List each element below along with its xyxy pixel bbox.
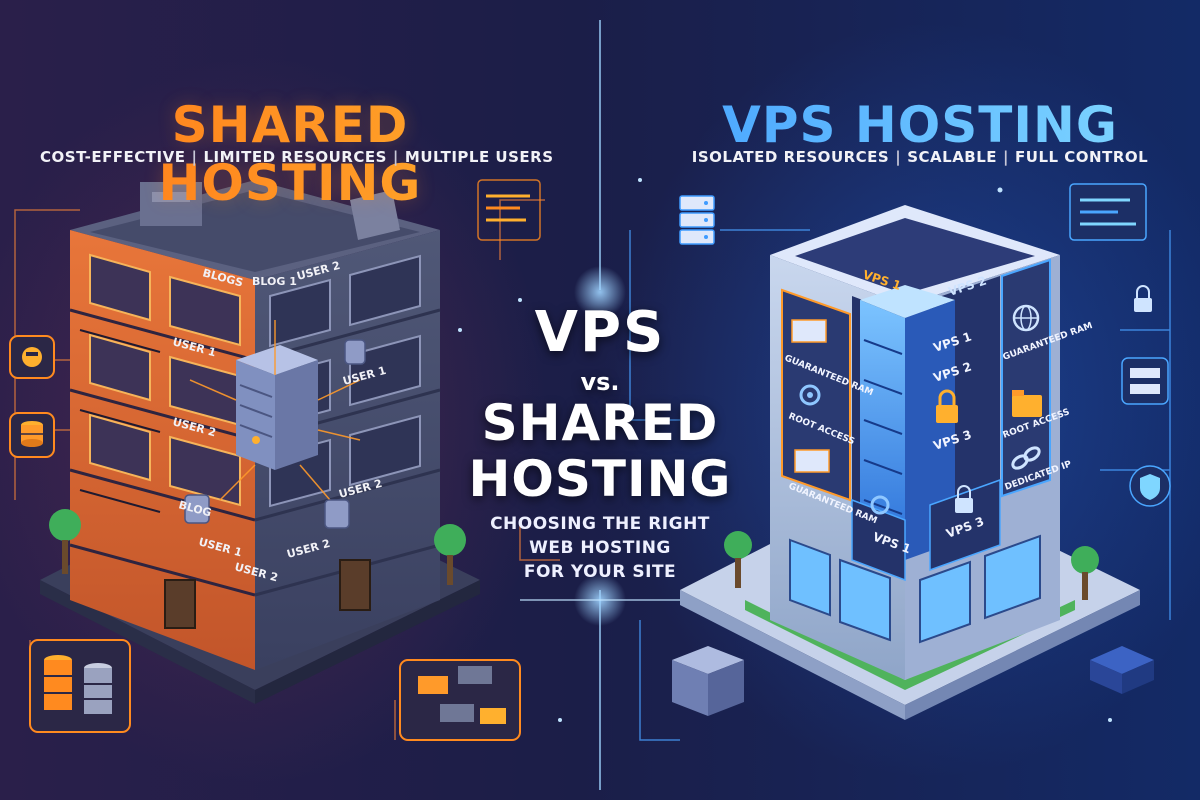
network-box-icon <box>1090 646 1154 694</box>
lock-icon <box>1134 285 1152 312</box>
database-stack-icon <box>29 639 131 733</box>
lock-icon <box>955 485 973 513</box>
shared-hosting-features: COST-EFFECTIVE|LIMITED RESOURCES|MULTIPL… <box>40 148 554 166</box>
center-divider <box>520 20 680 790</box>
center-title-vs: vs. <box>580 368 620 396</box>
browser-icon <box>791 319 827 343</box>
server-icon <box>1121 357 1169 405</box>
window-label: BLOG 1 <box>252 275 297 288</box>
center-subtitle-line1: CHOOSING THE RIGHT <box>490 514 710 534</box>
shared-hosting-title: SHARED HOSTING <box>40 96 540 212</box>
center-title-vps: VPS <box>534 300 666 365</box>
gear-icon <box>799 384 821 406</box>
vps-building: VPS 1 VPS 2 GUARANTEED RAM ROOT ACCESS G… <box>680 205 1140 720</box>
feature-scalable: SCALABLE <box>907 148 998 166</box>
feature-isolated-resources: ISOLATED RESOURCES <box>691 148 890 166</box>
feature-full-control: FULL CONTROL <box>1015 148 1149 166</box>
robot-icon <box>9 335 55 379</box>
feature-cost-effective: COST-EFFECTIVE <box>40 148 186 166</box>
code-window-icon <box>1069 183 1147 241</box>
database-icon <box>9 412 55 458</box>
folder-icon <box>1012 390 1042 417</box>
sparkles <box>458 178 1112 722</box>
browser-icon <box>794 449 830 473</box>
feature-multiple-users: MULTIPLE USERS <box>404 148 554 166</box>
circuit-lines-right <box>629 229 1171 741</box>
globe-icon <box>1012 304 1040 332</box>
center-title-shared: SHARED <box>481 394 719 452</box>
vps-hosting-title: VPS HOSTING <box>680 96 1160 154</box>
server-stack-icon <box>672 646 744 716</box>
center-subtitle-line3: FOR YOUR SITE <box>523 562 677 582</box>
center-subtitle-line2: WEB HOSTING <box>529 538 671 558</box>
gear-icon <box>870 495 890 515</box>
feature-limited-resources: LIMITED RESOURCES <box>203 148 387 166</box>
shield-icon <box>1129 465 1171 507</box>
server-rack-icon <box>679 195 715 245</box>
server-boxes-icon <box>399 659 521 741</box>
lock-icon <box>936 389 958 423</box>
center-title-hosting: HOSTING <box>468 450 732 508</box>
vps-hosting-features: ISOLATED RESOURCES|SCALABLE|FULL CONTROL <box>691 148 1149 166</box>
code-window-icon <box>477 179 541 241</box>
link-icon <box>1011 446 1041 470</box>
shared-building: BLOGS BLOG 1 USER 2 USER 1 USER 1 USER 2… <box>40 180 480 704</box>
